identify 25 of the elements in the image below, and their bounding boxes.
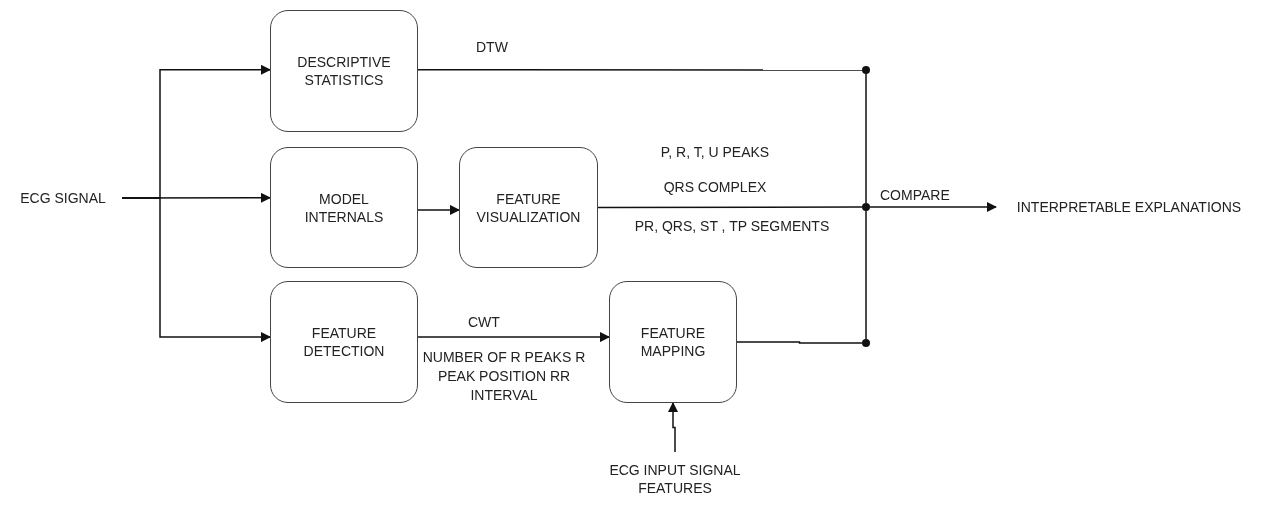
box-label: DESCRIPTIVE STATISTICS bbox=[296, 53, 392, 89]
connector-arrow bbox=[417, 332, 610, 343]
process-box bbox=[459, 147, 598, 268]
connector-arrow bbox=[417, 204, 460, 215]
box-label: FEATURE DETECTION bbox=[302, 324, 386, 360]
box-label: FEATURE VISUALIZATION bbox=[475, 189, 582, 226]
connector-arrow bbox=[869, 202, 997, 212]
edge-label: DTW bbox=[476, 38, 508, 56]
process-box bbox=[609, 281, 737, 403]
annotation-text: PR, QRS, ST , TP SEGMENTS bbox=[633, 217, 831, 236]
text-label: ECG SIGNAL bbox=[4, 188, 122, 208]
process-box bbox=[270, 281, 418, 403]
connector-arrow bbox=[668, 402, 678, 453]
edge-label: CWT bbox=[468, 313, 500, 331]
edge-label: COMPARE bbox=[880, 186, 950, 204]
text-label: ECG INPUT SIGNAL FEATURES bbox=[600, 452, 750, 506]
process-box bbox=[270, 147, 418, 268]
connector-arrow bbox=[121, 197, 271, 343]
box-label: MODEL INTERNALS bbox=[303, 189, 385, 226]
annotation-text: P, R, T, U PEAKS bbox=[659, 143, 771, 162]
process-box bbox=[270, 10, 418, 132]
annotation-text: QRS COMPLEX bbox=[662, 178, 768, 197]
text-label: INTERPRETABLE EXPLANATIONS bbox=[996, 197, 1262, 217]
box-label: FEATURE MAPPING bbox=[639, 324, 707, 360]
annotation-text: NUMBER OF R PEAKS R PEAK POSITION RR INTERVAL bbox=[421, 348, 587, 405]
